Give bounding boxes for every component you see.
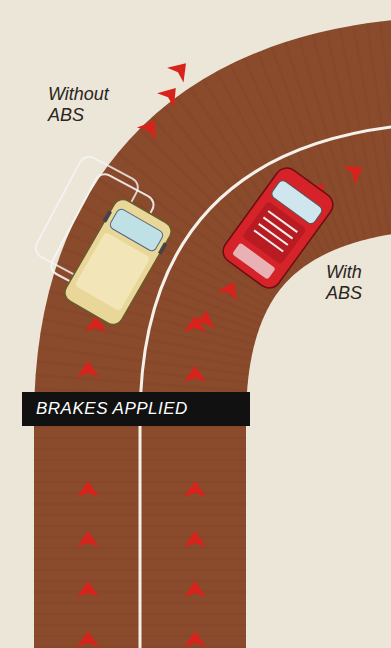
vehicle-label: With ABS — [326, 262, 388, 304]
car-with-abs — [218, 163, 337, 292]
van-without-abs — [60, 195, 177, 329]
direction-arrows — [77, 56, 368, 647]
vehicle-label: Without ABS — [48, 84, 128, 126]
banner-band: BRAKES APPLIED — [22, 392, 250, 426]
road — [140, 125, 391, 648]
road-texture — [140, 125, 391, 648]
centre-line — [140, 125, 391, 648]
banner-text: BRAKES APPLIED — [36, 399, 236, 419]
